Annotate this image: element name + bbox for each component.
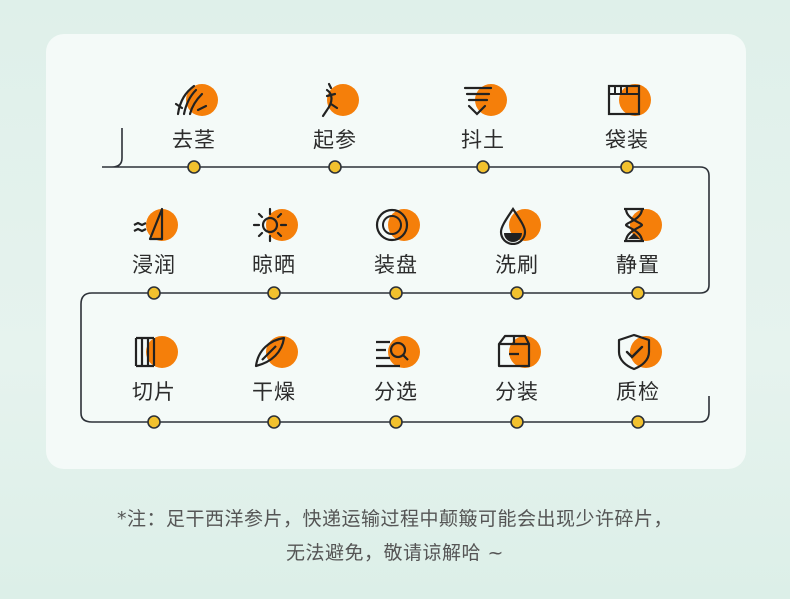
step-inspect: 质检 bbox=[578, 330, 698, 406]
step-label: 去茎 bbox=[172, 128, 216, 152]
step-plate: 装盘 bbox=[336, 203, 456, 279]
shipping-note-line1: *注：足干西洋参片，快递运输过程中颠簸可能会出现少许碎片， bbox=[116, 508, 673, 530]
step-label: 装盘 bbox=[374, 253, 418, 277]
step-shake-soil: 抖土 bbox=[423, 78, 543, 154]
shield-check-icon bbox=[617, 333, 651, 371]
step-label: 质检 bbox=[616, 380, 660, 404]
shake-soil-icon bbox=[463, 86, 493, 116]
package-icon bbox=[497, 334, 531, 368]
step-label: 静置 bbox=[616, 253, 660, 277]
step-slice: 切片 bbox=[94, 330, 214, 406]
step-label: 干燥 bbox=[252, 380, 296, 404]
step-label: 袋装 bbox=[605, 128, 649, 152]
slices-icon bbox=[134, 336, 156, 368]
step-bag: 袋装 bbox=[567, 78, 687, 154]
sort-search-icon bbox=[376, 340, 409, 368]
step-label: 晾晒 bbox=[252, 253, 296, 277]
leaf-dry-icon bbox=[254, 336, 286, 368]
plate-icon bbox=[375, 208, 409, 242]
step-pack: 分装 bbox=[457, 330, 577, 406]
step-label: 分选 bbox=[374, 380, 418, 404]
step-label: 起参 bbox=[313, 128, 357, 152]
water-drop-icon bbox=[499, 207, 527, 245]
dig-up-icon bbox=[321, 82, 339, 118]
shipping-note-line2: 无法避免，敬请谅解哈 ~ bbox=[286, 542, 504, 564]
hourglass-icon bbox=[624, 207, 644, 243]
step-remove-stem: 去茎 bbox=[134, 78, 254, 154]
step-label: 洗刷 bbox=[495, 253, 539, 277]
step-label: 切片 bbox=[132, 380, 176, 404]
soak-knife-icon bbox=[133, 207, 164, 241]
step-label: 抖土 bbox=[461, 128, 505, 152]
step-settle: 静置 bbox=[578, 203, 698, 279]
step-dry: 干燥 bbox=[214, 330, 334, 406]
ginseng-root-icon bbox=[174, 84, 208, 116]
step-dig-ginseng: 起参 bbox=[275, 78, 395, 154]
step-soak: 浸润 bbox=[94, 203, 214, 279]
sun-icon bbox=[252, 207, 288, 243]
bag-box-icon bbox=[607, 84, 641, 116]
step-sort: 分选 bbox=[336, 330, 456, 406]
step-sun-dry: 晾晒 bbox=[214, 203, 334, 279]
step-label: 分装 bbox=[495, 380, 539, 404]
step-wash: 洗刷 bbox=[457, 203, 577, 279]
step-label: 浸润 bbox=[132, 253, 176, 277]
